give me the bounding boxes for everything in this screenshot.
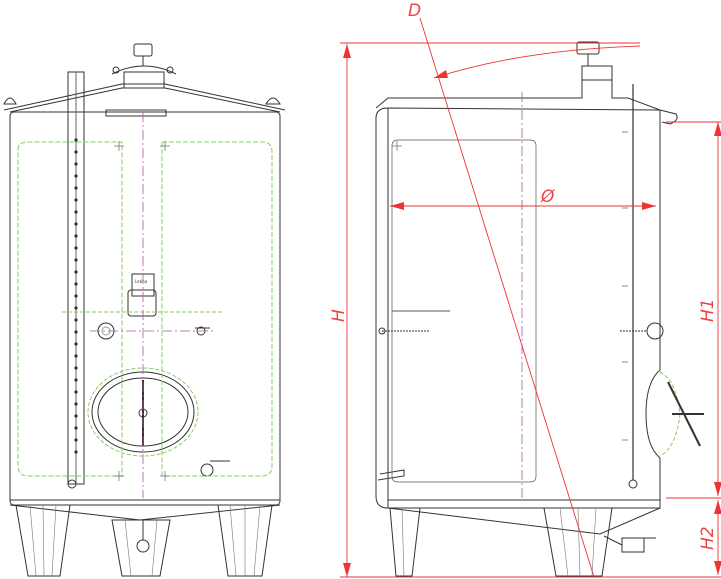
- front-manway-clamp-left: [112, 66, 120, 74]
- front-top-rail: [105, 109, 167, 117]
- side-view: [375, 41, 704, 577]
- dimension-lines: [340, 17, 721, 578]
- front-body: [9, 111, 281, 506]
- dim-label-h2: H2: [698, 526, 718, 550]
- dim-label-height: H: [329, 309, 349, 322]
- front-manway-valve: [133, 43, 153, 57]
- nameplate-brand: Letina: [135, 279, 148, 284]
- side-roof: [375, 79, 661, 111]
- dim-label-diagonal: D: [408, 1, 421, 21]
- side-leg-ribs: [401, 507, 597, 577]
- side-outlet-pipe: [603, 535, 623, 546]
- front-leg-right: [217, 504, 273, 577]
- side-gauge-valve: [628, 479, 638, 489]
- front-lug-right: [265, 97, 281, 105]
- side-bottom: [387, 507, 661, 535]
- front-crosshairs: [114, 141, 170, 481]
- front-level-gauge-ticks: [74, 138, 78, 454]
- side-manway-neck: [581, 65, 613, 81]
- front-leg-left: [15, 504, 71, 577]
- front-lug-left: [3, 97, 17, 105]
- side-lug: [659, 109, 678, 125]
- side-body: [375, 107, 661, 509]
- side-outlet-valve: [621, 537, 645, 553]
- front-view: [3, 43, 286, 577]
- dim-diagonal-arc: [433, 45, 641, 79]
- front-nameplate-bracket: [127, 289, 157, 317]
- front-bottom-valve: [136, 539, 150, 553]
- side-thermometer: [646, 322, 664, 340]
- side-left-port-knob: [378, 327, 386, 335]
- front-bottom: [9, 504, 281, 521]
- front-door-jacket: [87, 367, 199, 457]
- front-roof: [3, 83, 286, 111]
- side-leg-right: [543, 507, 613, 577]
- front-manway-neck: [123, 71, 165, 89]
- front-leg-ribs: [29, 504, 261, 577]
- front-manway-lid: [111, 65, 177, 75]
- front-cooling-jacket-right: [161, 141, 273, 477]
- side-leg-left: [389, 507, 421, 577]
- dimension-arrows: [343, 44, 721, 577]
- front-manway-clamp-right: [166, 66, 174, 74]
- front-leg-center: [111, 519, 171, 577]
- front-cooling-jacket-left: [17, 141, 123, 477]
- dim-diagonal-line: [419, 17, 595, 578]
- front-gauge-valve: [67, 479, 77, 489]
- dim-label-diameter: Ø: [540, 187, 555, 207]
- side-wall-ticks: [622, 131, 628, 441]
- side-tasting-valve: [377, 469, 405, 481]
- side-cooling-jacket: [391, 139, 537, 483]
- dim-label-h1: H1: [698, 298, 718, 322]
- front-racking-valve: [200, 463, 214, 477]
